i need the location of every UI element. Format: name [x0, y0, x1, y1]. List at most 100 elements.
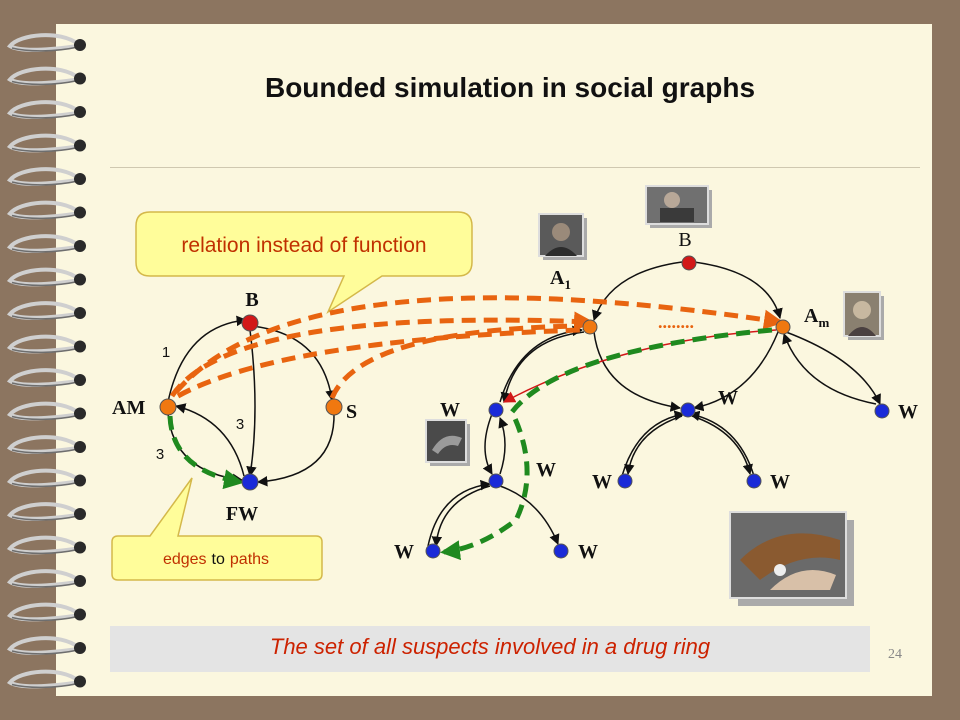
edge-w7-w2 — [621, 410, 686, 477]
spiral-binding — [6, 33, 86, 689]
slide-title: Bounded simulation in social graphs — [264, 72, 756, 103]
edge-boss-a1 — [592, 261, 683, 321]
label-am-data: Am — [804, 305, 829, 330]
person-photo-w — [425, 419, 470, 466]
node-w5 — [553, 543, 569, 559]
binding-ring — [6, 267, 86, 287]
edge-am-w2 — [692, 331, 779, 412]
binding-ring — [6, 334, 86, 354]
bound-am-fw: 3 — [156, 446, 164, 463]
binding-ring — [6, 234, 86, 253]
binding-ring — [6, 602, 86, 622]
drug-deal-photo — [729, 511, 854, 606]
node-boss — [681, 255, 697, 271]
path-lines — [167, 327, 773, 561]
edge-b-fw — [246, 329, 257, 478]
label-w1: W — [440, 399, 460, 421]
edge-w8-w2 — [688, 410, 755, 477]
edge-w4-w3 — [427, 479, 492, 547]
match-am-a1-2 — [176, 327, 581, 399]
edge-fw-am — [174, 403, 245, 477]
node-am — [159, 398, 177, 416]
binding-ring — [6, 435, 86, 454]
node-w4 — [425, 543, 441, 559]
binding-ring — [6, 66, 86, 86]
node-w2 — [680, 402, 696, 418]
edge-am-w6 — [785, 331, 881, 405]
edge-w3-w5 — [499, 485, 560, 545]
match-lines: ........ — [169, 295, 784, 399]
label-a1: A1 — [550, 267, 571, 292]
node-w3 — [488, 473, 504, 489]
person-photo-b — [645, 185, 712, 228]
node-fw — [241, 473, 259, 491]
edge-am-b — [167, 315, 248, 403]
edge-boss-am — [693, 261, 783, 320]
label-fw: FW — [226, 503, 258, 525]
person-photo-a1 — [538, 213, 587, 260]
label-w3: W — [536, 459, 556, 481]
node-a1 — [582, 319, 598, 335]
edge-w3-w1 — [498, 417, 509, 475]
path-am-w4 — [440, 327, 773, 561]
node-am-data — [775, 319, 791, 335]
binding-ring — [6, 569, 86, 588]
bound-fw-am: 3 — [236, 416, 244, 433]
pattern-nodes: B AM S FW 1 3 3 — [112, 289, 357, 525]
edge-w2-w7 — [624, 415, 683, 476]
binding-ring — [6, 669, 86, 689]
binding-ring — [6, 133, 86, 153]
label-w2: W — [718, 387, 738, 409]
node-w8 — [746, 473, 762, 489]
match-s-a1 — [329, 323, 579, 399]
label-am: AM — [112, 397, 145, 419]
edge-w1-a1 — [499, 325, 584, 403]
node-w6 — [874, 403, 890, 419]
binding-ring — [6, 468, 86, 488]
edge-a1-w2 — [593, 331, 682, 412]
title-divider — [110, 167, 920, 168]
node-s — [325, 398, 343, 416]
edge-s-fw — [256, 411, 335, 487]
binding-ring — [6, 200, 86, 220]
bound-am-b: 1 — [162, 344, 170, 361]
slide-caption: The set of all suspects involved in a dr… — [269, 634, 711, 659]
edge-w3-w4 — [431, 485, 491, 548]
binding-ring — [6, 100, 86, 119]
label-w4: W — [394, 541, 414, 563]
page-number: 24 — [888, 647, 902, 662]
person-photo-am — [843, 291, 884, 340]
binding-ring — [6, 401, 86, 421]
edge-w6-am — [782, 333, 877, 405]
edge-w2-w8 — [691, 415, 753, 476]
node-w1 — [488, 402, 504, 418]
binding-ring — [6, 167, 86, 186]
binding-ring — [6, 535, 86, 555]
path-am-fw — [167, 415, 244, 490]
edge-a1-w1 — [500, 331, 585, 404]
label-w7: W — [592, 471, 612, 493]
edge-w1-w3 — [482, 413, 493, 475]
label-boss: B — [678, 229, 691, 251]
callout-relation-text: relation instead of function — [181, 234, 426, 257]
callout-relation: relation instead of function — [135, 211, 473, 315]
edge-b-s — [251, 325, 336, 402]
node-b — [241, 314, 259, 332]
ellipsis-dots: ........ — [658, 312, 694, 332]
binding-ring — [6, 33, 86, 52]
binding-ring — [6, 636, 86, 655]
label-w5: W — [578, 541, 598, 563]
caption-bar — [110, 626, 870, 672]
label-w8: W — [770, 471, 790, 493]
binding-ring — [6, 502, 86, 521]
node-w7 — [617, 473, 633, 489]
binding-ring — [6, 368, 86, 387]
binding-ring — [6, 301, 86, 320]
label-b: B — [245, 289, 258, 311]
label-s: S — [346, 401, 357, 423]
data-nodes: B A1 Am W W W W W W W W — [394, 229, 918, 563]
match-am-am — [174, 295, 784, 394]
